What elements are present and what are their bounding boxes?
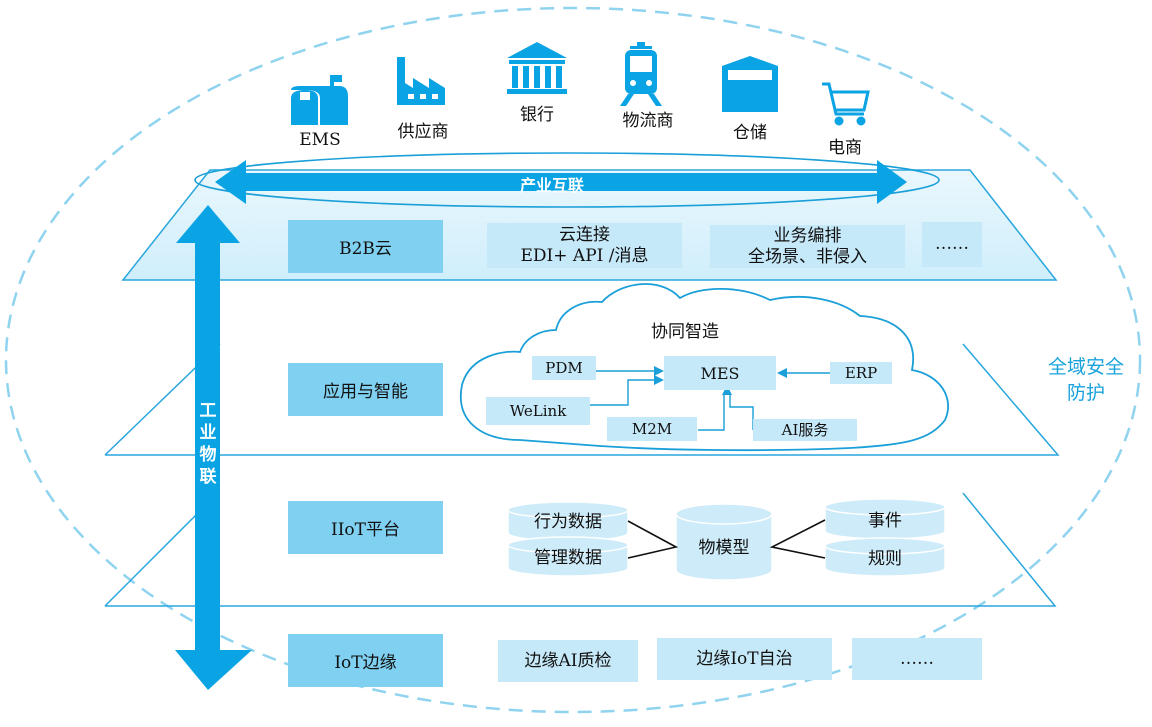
industry-link-arrow bbox=[215, 160, 907, 204]
data-cylinders bbox=[507, 498, 946, 581]
cloud-connect-detail: EDI+ API /消息 bbox=[520, 245, 649, 266]
icon-label-logistics: 物流商 bbox=[622, 111, 674, 131]
orchestration-detail: 全场景、非侵入 bbox=[748, 246, 867, 267]
behavior-data-label: 行为数据 bbox=[534, 512, 602, 532]
model-links bbox=[627, 519, 826, 559]
icon-label-supplier: 供应商 bbox=[397, 122, 449, 142]
icon-label-ecommerce: 电商 bbox=[828, 138, 862, 158]
security-label-line2: 防护 bbox=[1066, 382, 1105, 404]
mes-node: MES bbox=[664, 356, 776, 390]
mailbox-icon bbox=[291, 75, 348, 125]
icon-label-bank: 银行 bbox=[520, 105, 554, 125]
m2m-node: M2M bbox=[607, 417, 697, 441]
factory-icon bbox=[397, 57, 445, 105]
thing-model-label: 物模型 bbox=[698, 538, 750, 558]
orchestration-box: 业务编排 全场景、非侵入 bbox=[710, 225, 905, 268]
cloud-connectors bbox=[590, 370, 831, 431]
edge-iot-autonomy-box: 边缘IoT自治 bbox=[657, 638, 832, 680]
erp-node: ERP bbox=[830, 362, 892, 384]
b2b-more-box: …… bbox=[922, 222, 982, 267]
icon-label-warehouse: 仓储 bbox=[733, 123, 767, 143]
iot-edge-box: IoT边缘 bbox=[288, 634, 443, 687]
pdm-node: PDM bbox=[532, 356, 596, 380]
edge-more-box: …… bbox=[852, 638, 982, 680]
ai-service-node: AI服务 bbox=[753, 419, 857, 441]
cloud-connect-title: 云连接 bbox=[559, 224, 610, 245]
iiot-vertical-label: 工业物联 bbox=[199, 401, 217, 487]
edge-ai-qc-box: 边缘AI质检 bbox=[498, 640, 638, 682]
rule-label: 规则 bbox=[868, 549, 902, 569]
cloud-title: 协同智造 bbox=[651, 322, 719, 342]
security-boundary-ellipse bbox=[4, 6, 1142, 714]
event-label: 事件 bbox=[868, 511, 902, 531]
cloud-connect-box: 云连接 EDI+ API /消息 bbox=[487, 223, 682, 268]
cloud-arrowheads bbox=[654, 366, 787, 395]
shopping-cart-icon bbox=[822, 82, 870, 126]
industry-link-ellipse bbox=[194, 152, 940, 208]
warehouse-icon bbox=[722, 56, 778, 112]
bank-icon bbox=[507, 42, 567, 94]
iiot-platform-box: IIoT平台 bbox=[288, 501, 443, 554]
collaboration-cloud bbox=[459, 283, 949, 452]
industry-link-label: 产业互联 bbox=[520, 176, 585, 195]
welink-node: WeLink bbox=[486, 397, 590, 425]
iiot-vertical-arrow bbox=[175, 205, 252, 690]
security-label-line1: 全域安全 bbox=[1047, 356, 1124, 378]
train-icon bbox=[620, 42, 662, 106]
security-label: 全域安全 防护 bbox=[1036, 354, 1136, 406]
icon-label-ems: EMS bbox=[299, 130, 341, 150]
b2b-cloud-box: B2B云 bbox=[288, 220, 443, 273]
management-data-label: 管理数据 bbox=[534, 548, 602, 568]
app-intelligence-box: 应用与智能 bbox=[288, 363, 443, 416]
orchestration-title: 业务编排 bbox=[773, 225, 842, 246]
